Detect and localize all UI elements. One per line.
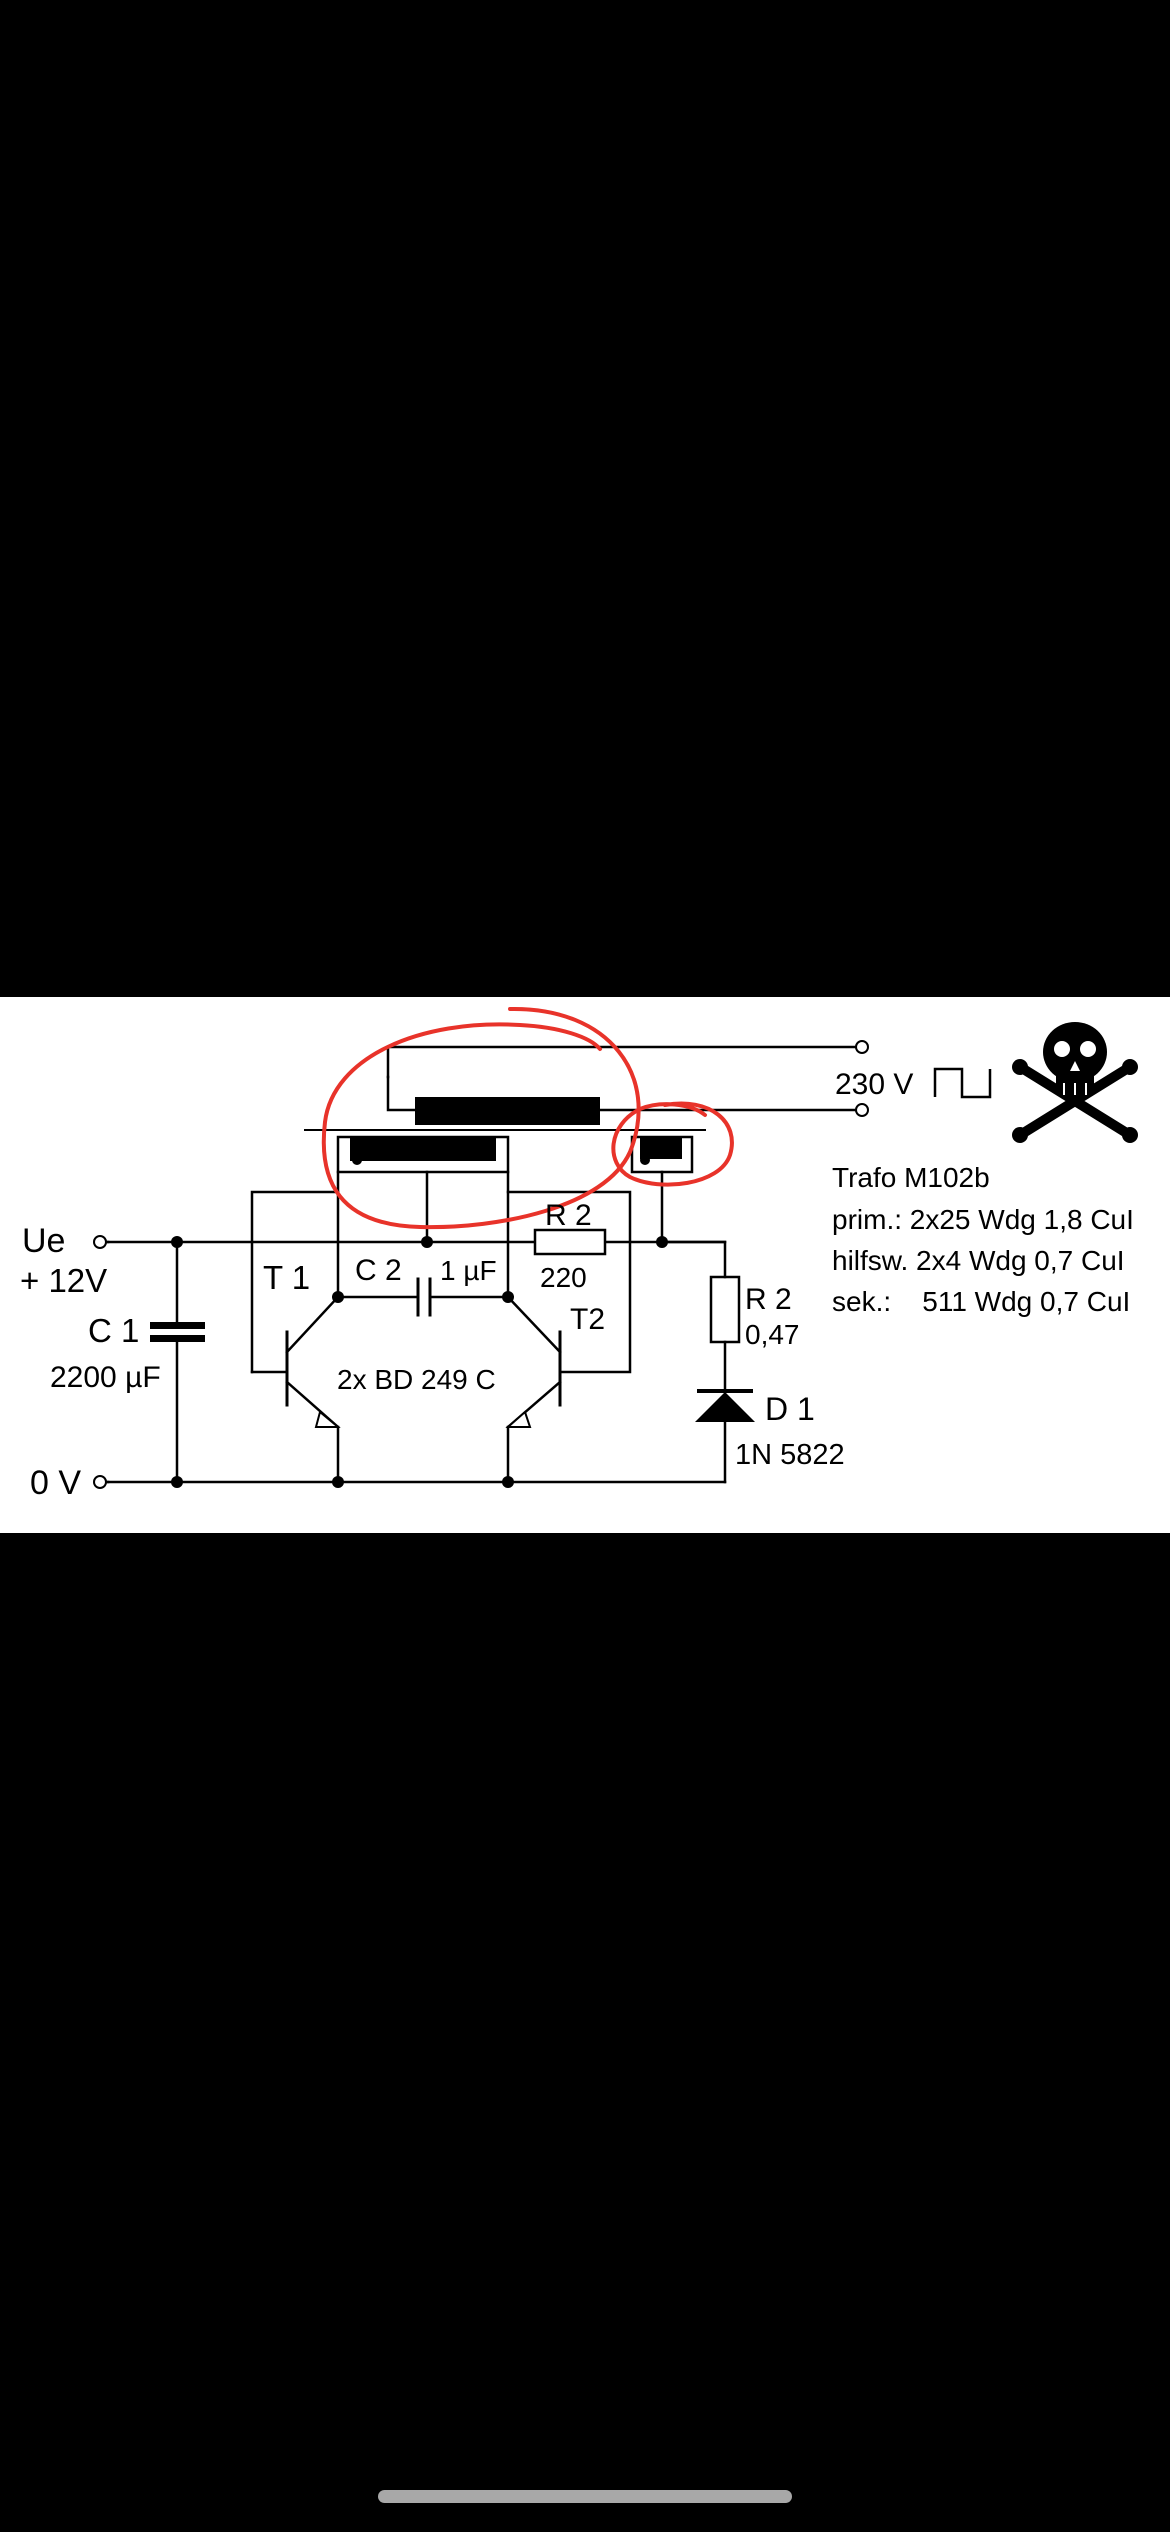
label-ue: Ue: [22, 1222, 65, 1260]
capacitor-c1-plate-top: [150, 1322, 205, 1329]
label-r2-right: R 2: [745, 1283, 792, 1316]
secondary-winding-core: [415, 1097, 600, 1125]
resistor-r2-right: [709, 1275, 741, 1344]
label-d1-value: 1N 5822: [735, 1439, 845, 1471]
terminal-0v: [93, 1475, 107, 1489]
secondary-lead-upper: [386, 1075, 417, 1112]
square-wave-icon: [933, 1067, 992, 1099]
note-auxiliary: hilfsw. 2x4 Wdg 0,7 CuI: [832, 1245, 1125, 1276]
label-c2-value: 1 µF: [440, 1255, 497, 1286]
capacitor-c1-plate-bottom: [150, 1335, 205, 1342]
schematic-image: Ue + 12V 0 V C 1 2200 µF T 1 C 2 1 µF R …: [0, 997, 1170, 1533]
label-0v: 0 V: [30, 1464, 81, 1502]
label-c2: C 2: [355, 1254, 402, 1287]
annotation-circle-transformer: [321, 1006, 641, 1230]
label-plus-12v: + 12V: [20, 1262, 107, 1299]
label-t1: T 1: [263, 1259, 310, 1296]
feedback-winding-core: [640, 1137, 682, 1159]
label-r2-top-value: 220: [540, 1262, 587, 1293]
terminal-out-bottom: [855, 1103, 869, 1117]
terminal-out-top: [855, 1040, 869, 1054]
terminal-ue: [93, 1235, 107, 1249]
label-c1: C 1: [88, 1312, 139, 1349]
skull-crossbones-icon: [1012, 1022, 1138, 1143]
label-c1-value: 2200 µF: [50, 1361, 161, 1394]
resistor-r2-top: [533, 1228, 607, 1256]
note-trafo: Trafo M102b: [832, 1162, 990, 1193]
label-t2: T2: [570, 1303, 605, 1336]
label-transistors: 2x BD 249 C: [337, 1364, 496, 1395]
diode-d1: [695, 1392, 755, 1422]
primary-winding-core: [350, 1137, 496, 1161]
label-r2-right-value: 0,47: [745, 1319, 800, 1350]
label-d1: D 1: [765, 1391, 815, 1427]
label-r2-top: R 2: [545, 1199, 592, 1232]
note-primary: prim.: 2x25 Wdg 1,8 CuI: [832, 1204, 1134, 1235]
home-indicator[interactable]: [378, 2490, 792, 2503]
label-output-voltage: 230 V: [835, 1068, 913, 1101]
note-secondary: sek.: 511 Wdg 0,7 CuI: [832, 1286, 1130, 1317]
annotation-circle-feedback: [611, 1101, 734, 1187]
